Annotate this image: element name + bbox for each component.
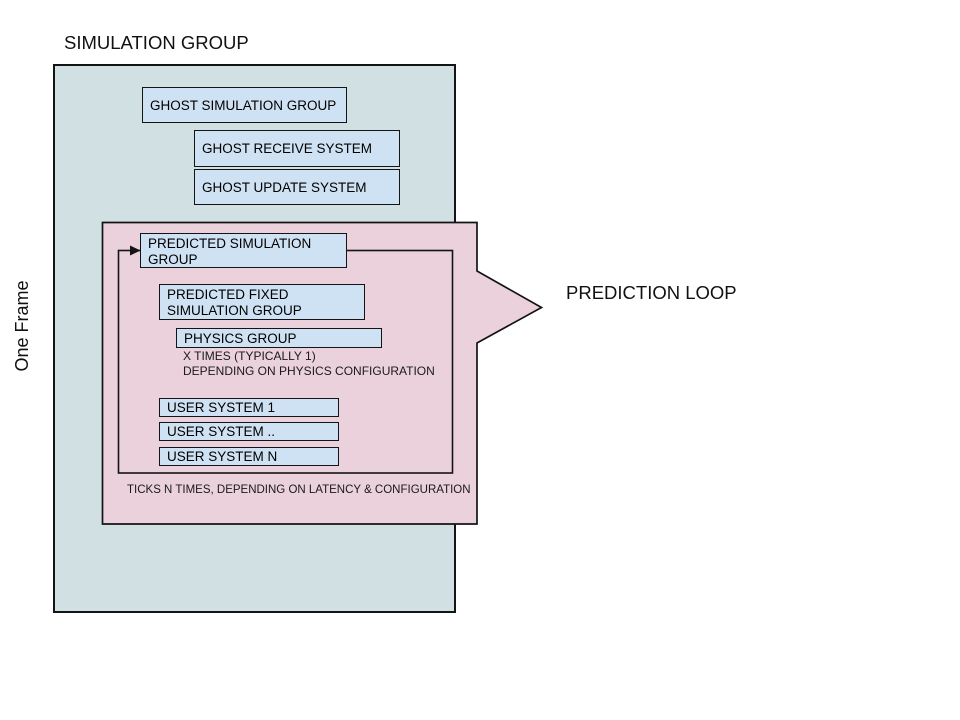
ghost-simulation-group-box: GHOST SIMULATION GROUP	[142, 87, 347, 123]
predicted-fixed-simulation-group-box: PREDICTED FIXED SIMULATION GROUP	[159, 284, 365, 320]
ghost-simulation-group-label: GHOST SIMULATION GROUP	[150, 97, 337, 113]
predicted-simulation-group-label-line2: GROUP	[148, 252, 198, 267]
ghost-receive-system-box: GHOST RECEIVE SYSTEM	[194, 130, 400, 167]
physics-configuration-note: X TIMES (TYPICALLY 1) DEPENDING ON PHYSI…	[183, 349, 435, 379]
physics-configuration-note-line1: X TIMES (TYPICALLY 1)	[183, 349, 316, 363]
physics-group-label: PHYSICS GROUP	[184, 330, 297, 346]
ghost-update-system-label: GHOST UPDATE SYSTEM	[202, 179, 367, 195]
user-system-dots-label: USER SYSTEM ..	[167, 424, 276, 439]
ghost-receive-system-label: GHOST RECEIVE SYSTEM	[202, 141, 373, 156]
user-system-1-box: USER SYSTEM 1	[159, 398, 339, 417]
prediction-loop-label: PREDICTION LOOP	[566, 282, 737, 303]
predicted-fixed-simulation-group-label-line1: PREDICTED FIXED	[167, 287, 289, 302]
page-title: SIMULATION GROUP	[64, 32, 249, 53]
user-system-1-label: USER SYSTEM 1	[167, 400, 276, 415]
predicted-simulation-group-box: PREDICTED SIMULATION GROUP	[140, 233, 347, 268]
one-frame-label: One Frame	[12, 280, 32, 372]
user-system-dots-box: USER SYSTEM ..	[159, 422, 339, 441]
physics-group-box: PHYSICS GROUP	[176, 328, 382, 348]
predicted-fixed-simulation-group-label-line2: SIMULATION GROUP	[167, 303, 302, 318]
ticks-note: TICKS N TIMES, DEPENDING ON LATENCY & CO…	[127, 484, 471, 496]
user-system-n-label: USER SYSTEM N	[167, 449, 278, 464]
predicted-simulation-group-label-line1: PREDICTED SIMULATION	[148, 236, 312, 251]
user-system-n-box: USER SYSTEM N	[159, 447, 339, 466]
ghost-update-system-box: GHOST UPDATE SYSTEM	[194, 169, 400, 205]
physics-configuration-note-line2: DEPENDING ON PHYSICS CONFIGURATION	[183, 364, 435, 378]
